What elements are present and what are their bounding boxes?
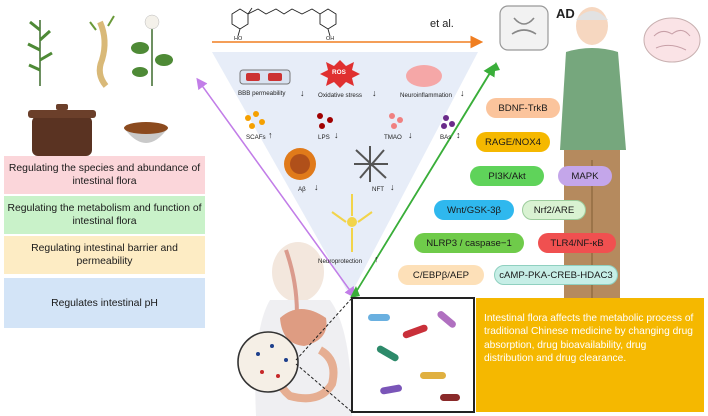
ros-icon xyxy=(320,60,360,88)
abeta-label: Aβ xyxy=(298,186,306,193)
nft-down-arrow: ↓ xyxy=(390,182,395,192)
neuroinflammation-down-arrow: ↓ xyxy=(460,88,465,98)
mechanism-triangle xyxy=(212,52,478,296)
tmao-icon xyxy=(389,113,403,129)
pathway-pi3k-akt: PI3K/Akt xyxy=(470,166,544,186)
pathway-cebpb-aep: C/EBPβ/AEP xyxy=(398,265,484,285)
bas-label: BAs xyxy=(440,134,452,141)
brain-lateral-icon xyxy=(643,17,701,63)
lps-down-arrow: ↓ xyxy=(334,130,339,140)
purple-arrow-back xyxy=(196,77,355,297)
pathway-label: cAMP-PKA-CREB-HDAC3 xyxy=(499,269,613,281)
regulation-item-label: Regulates intestinal pH xyxy=(51,297,158,309)
regulation-item-species: Regulating the species and abundance of … xyxy=(4,156,205,194)
flora-drug-metabolism-note: Intestinal flora affects the metabolic p… xyxy=(476,298,704,412)
pathway-bdnf-trkb: BDNF-TrkB xyxy=(486,98,560,118)
neuroprotection-label: Neuroprotection xyxy=(318,258,363,265)
pathway-label: TLR4/NF-κB xyxy=(550,237,604,249)
curcumin-structure-icon xyxy=(231,7,337,37)
regulation-item-label: Regulating the metabolism and function o… xyxy=(7,203,202,227)
bbb-down-arrow: ↓ xyxy=(300,88,305,98)
regulation-item-label: Regulating intestinal barrier and permea… xyxy=(31,243,178,267)
lps-icon xyxy=(317,113,333,129)
flowering-plant-icon xyxy=(131,14,173,86)
neuroprotection-up-arrow: ↑ xyxy=(374,254,379,264)
herb-plant-icon-1 xyxy=(27,20,53,86)
scfas-icon xyxy=(245,111,265,129)
abeta-icon xyxy=(284,148,316,180)
bbb-permeability-label: BBB permeability xyxy=(238,90,286,97)
brain-section-icon xyxy=(499,5,549,51)
pathway-wnt-gsk3b: Wnt/GSK-3β xyxy=(434,200,514,220)
regulation-item-ph: Regulates intestinal pH xyxy=(4,278,205,328)
tmao-down-arrow: ↓ xyxy=(408,130,413,140)
oxidative-stress-label: Oxidative stress xyxy=(318,92,363,99)
pathway-label: Wnt/GSK-3β xyxy=(446,204,502,216)
ros-badge: ROS xyxy=(332,69,346,76)
tmao-label: TMAO xyxy=(384,134,402,141)
neuron-icon xyxy=(331,194,373,252)
pathway-label: Nrf2/ARE xyxy=(533,204,575,216)
ad-label: AD xyxy=(556,6,575,21)
decoction-pot-icon xyxy=(28,104,96,156)
regulation-item-barrier: Regulating intestinal barrier and permea… xyxy=(4,236,205,274)
oxidative-down-arrow: ↓ xyxy=(372,88,377,98)
neuroinflammation-label: Neuroinflammation xyxy=(400,92,452,99)
neuroinflammation-icon xyxy=(406,65,442,87)
pathway-mapk: MAPK xyxy=(558,166,612,186)
bas-icon xyxy=(441,115,455,129)
svg-text:HO: HO xyxy=(234,36,243,42)
et-al-label: et al. xyxy=(430,18,454,30)
pathway-label: PI3K/Akt xyxy=(488,170,526,182)
abeta-down-arrow: ↓ xyxy=(314,182,319,192)
regulation-item-metabolism: Regulating the metabolism and function o… xyxy=(4,196,205,234)
pathway-tlr4-nfkb: TLR4/NF-κB xyxy=(538,233,616,253)
bacteria-icons xyxy=(368,311,460,401)
nft-icon xyxy=(354,146,388,182)
scfas-label: SCAFs xyxy=(246,134,266,141)
herbal-soup-bowl-icon xyxy=(124,122,168,143)
pathway-label: RAGE/NOX4 xyxy=(485,136,541,148)
pathway-label: MAPK xyxy=(571,170,599,182)
pathway-label: C/EBPβ/AEP xyxy=(412,269,470,281)
regulation-item-label: Regulating the species and abundance of … xyxy=(8,163,201,187)
ginseng-root-icon xyxy=(89,15,115,88)
pathway-nrf2-are: Nrf2/ARE xyxy=(522,200,586,220)
pathway-label: NLRP3 / caspase−1 xyxy=(426,237,512,249)
lps-label: LPS xyxy=(318,134,330,141)
scfas-up-arrow: ↑ xyxy=(268,130,273,140)
bbb-icon xyxy=(239,69,291,85)
nft-label: NFT xyxy=(372,186,385,193)
pathway-camp-pka-creb-hdac3: cAMP-PKA-CREB-HDAC3 xyxy=(494,265,618,285)
bas-updown-arrow: ↕ xyxy=(456,130,461,140)
pathway-label: BDNF-TrkB xyxy=(498,102,548,114)
pathway-nlrp3-caspase1: NLRP3 / caspase−1 xyxy=(414,233,524,253)
intestine-villi-illustration xyxy=(237,331,299,393)
pathway-rage-nox4: RAGE/NOX4 xyxy=(476,132,550,152)
svg-text:OH: OH xyxy=(326,36,334,42)
